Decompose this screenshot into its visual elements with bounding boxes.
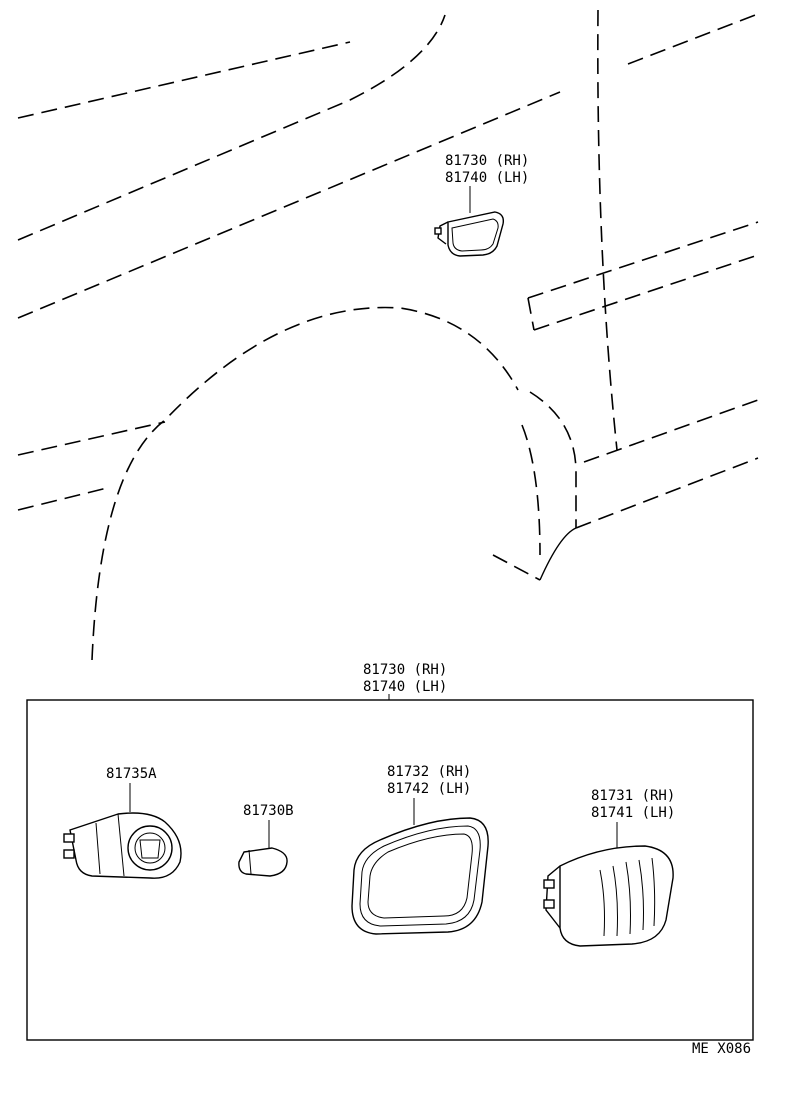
lens-label-lh: 81741 (LH) bbox=[591, 805, 675, 821]
parts-box bbox=[26, 699, 754, 1041]
bulb-label: 81730B bbox=[243, 803, 294, 819]
gasket-part bbox=[351, 817, 489, 935]
side-marker-lamp-installed bbox=[434, 186, 505, 257]
bulb-part bbox=[238, 847, 288, 877]
socket-label: 81735A bbox=[106, 766, 157, 782]
vehicle-body-outline bbox=[17, 9, 759, 661]
box-part-label-lh: 81740 (LH) bbox=[363, 679, 447, 695]
socket-part bbox=[63, 812, 182, 879]
box-part-label-rh: 81730 (RH) bbox=[363, 662, 447, 678]
lens-label-rh: 81731 (RH) bbox=[591, 788, 675, 804]
diagram-code: ME X086 bbox=[692, 1041, 751, 1057]
top-part-label-lh: 81740 (LH) bbox=[445, 170, 529, 186]
top-part-label-rh: 81730 (RH) bbox=[445, 153, 529, 169]
gasket-label-lh: 81742 (LH) bbox=[387, 781, 471, 797]
gasket-label-rh: 81732 (RH) bbox=[387, 764, 471, 780]
lens-part bbox=[543, 845, 674, 947]
